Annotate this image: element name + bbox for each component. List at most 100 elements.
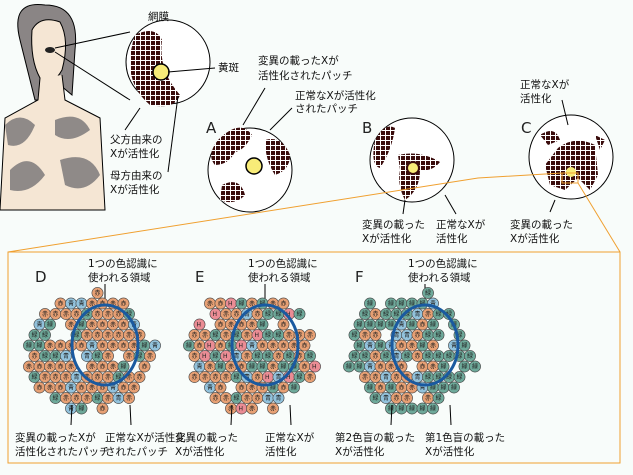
cone-label: 赤 <box>202 332 208 339</box>
red-cone <box>138 360 151 373</box>
panel-c: C 正常なXが 活性化 変異の載った Xが活性化 <box>510 78 614 245</box>
cone-label: 緑 <box>186 342 192 350</box>
cone-label: 緑 <box>441 363 447 371</box>
cone-label: 緑 <box>42 352 48 360</box>
cone-label: 緑 <box>276 310 282 318</box>
cone-label: 緑 <box>446 310 452 318</box>
cone-label: 緑 <box>425 373 431 381</box>
cone-label: 緑 <box>346 363 352 371</box>
cone-label: 赤 <box>58 343 64 350</box>
cone-label: 緑 <box>239 300 245 308</box>
cone-label: 赤 <box>131 385 137 392</box>
retina-diagram: 網膜 黄斑 父方由来の Xが活性化 母方由来の Xが活性化 <box>54 10 239 196</box>
panel-letter: E <box>195 268 204 286</box>
left-label: 活性化されたパッチ <box>15 445 110 458</box>
cone-label: H <box>239 343 244 350</box>
green-cone <box>117 360 130 373</box>
red-cone <box>401 392 413 404</box>
cone-label: 青 <box>367 342 373 350</box>
cone-label: 緑 <box>446 373 452 381</box>
cone-label: 緑 <box>352 331 358 339</box>
cone-label: 緑 <box>297 373 303 381</box>
cone-label: 赤 <box>249 301 255 308</box>
cone-label: 緑 <box>265 310 271 318</box>
red-cone <box>277 297 290 310</box>
cone-label: 青 <box>197 363 203 371</box>
cone-label: 緑 <box>436 331 442 339</box>
cone-label: 赤 <box>415 332 421 339</box>
cone-label: 赤 <box>110 364 116 371</box>
cone-label: 緑 <box>357 342 363 350</box>
cone-label: 緑 <box>462 363 468 371</box>
green-cone <box>288 381 300 394</box>
cone-label: 赤 <box>126 374 132 381</box>
cone-label: 緑 <box>399 300 405 308</box>
cone-label: 赤 <box>362 332 368 339</box>
cone-label: 赤 <box>373 374 379 381</box>
cone-label: 赤 <box>192 374 198 381</box>
left-label: 変異の載ったXが <box>15 431 96 444</box>
cone-label: 赤 <box>110 322 116 329</box>
cone-label: 緑 <box>436 394 442 402</box>
cone-label: 赤 <box>207 364 213 371</box>
cone-label: 赤 <box>260 343 266 350</box>
cone-label: 赤 <box>58 364 64 371</box>
cone-label: 緑 <box>404 352 410 360</box>
cone-label: 赤 <box>425 395 431 402</box>
cone-label: 赤 <box>95 311 101 318</box>
cone-label: 緑 <box>378 321 384 329</box>
cone-label: 赤 <box>42 311 48 318</box>
cone-label: 青 <box>234 352 240 360</box>
b-mutant-label: Xが活性化 <box>362 232 412 245</box>
cone-label: 赤 <box>42 374 48 381</box>
cone-label: 赤 <box>47 385 53 392</box>
macula-icon <box>245 157 263 175</box>
cone-label: 赤 <box>404 395 410 402</box>
color-region-circle <box>390 303 460 387</box>
cone-label: 赤 <box>218 322 224 329</box>
cone-label: H <box>286 374 291 381</box>
right-label: 正常なXが活性化 <box>105 431 186 444</box>
cone-label: 緑 <box>32 373 38 381</box>
cone-label: 緑 <box>425 331 431 339</box>
cone-label: 青 <box>415 373 421 381</box>
cone-label: 緑 <box>121 363 127 371</box>
cone-label: 赤 <box>228 364 234 371</box>
green-cone <box>39 329 51 341</box>
cone-label: 青 <box>383 394 389 402</box>
cone-label: 緑 <box>430 405 436 413</box>
cone-label: 赤 <box>126 395 132 402</box>
retina-label: 網膜 <box>148 10 169 23</box>
cone-label: 赤 <box>362 374 368 381</box>
green-cone <box>427 318 439 331</box>
cone-label: 赤 <box>79 385 85 392</box>
left-label: 第2色盲の載った <box>335 431 415 444</box>
cone-label: 赤 <box>420 322 426 329</box>
cone-label: 赤 <box>26 364 32 371</box>
cone-label: 赤 <box>197 343 203 350</box>
red-cone <box>144 350 156 362</box>
red-cone <box>369 329 382 341</box>
cone-label: 緑 <box>383 352 389 360</box>
green-cone <box>256 318 269 331</box>
cone-label: 青 <box>276 394 282 402</box>
left-label: Xが活性化 <box>335 445 385 458</box>
region-label: 使われる領域 <box>408 271 471 284</box>
cone-label: 青 <box>37 321 43 329</box>
cone-label: 赤 <box>100 406 106 413</box>
red-cone <box>117 297 130 310</box>
cone-label: 緑 <box>255 352 261 360</box>
red-cone <box>96 402 109 415</box>
cone-label: 赤 <box>192 353 198 360</box>
cone-label: 赤 <box>110 301 116 308</box>
macula-label: 黄斑 <box>218 61 239 74</box>
cone-label: 赤 <box>420 364 426 371</box>
cone-label: H <box>312 364 317 371</box>
cone-label: 緑 <box>451 384 457 392</box>
region-label: 1つの色認識に <box>408 257 478 270</box>
cone-label: 緑 <box>388 300 394 308</box>
cone-label: 緑 <box>281 363 287 371</box>
green-cone <box>464 350 476 362</box>
cone-label: 緑 <box>436 310 442 318</box>
cone-label: H <box>202 353 207 360</box>
